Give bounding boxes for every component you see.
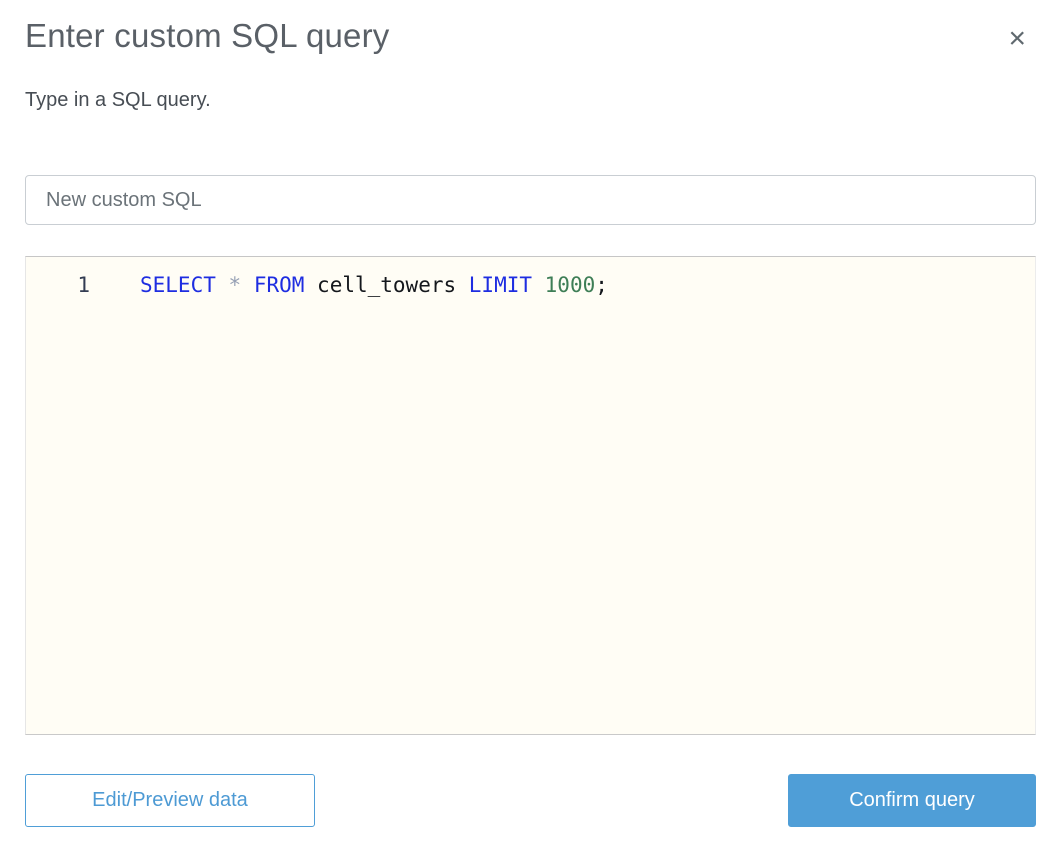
sql-token-space bbox=[532, 273, 545, 297]
sql-token-keyword: LIMIT bbox=[468, 273, 532, 297]
sql-token-space bbox=[241, 273, 254, 297]
sql-token-identifier: cell_towers bbox=[304, 273, 469, 297]
sql-token-operator: * bbox=[228, 273, 242, 297]
dialog-header: Enter custom SQL query × bbox=[25, 0, 1036, 56]
edit-preview-data-button[interactable]: Edit/Preview data bbox=[25, 774, 315, 827]
sql-token-number: 1000 bbox=[544, 273, 596, 297]
sql-token-space bbox=[216, 273, 229, 297]
dialog-subtitle: Type in a SQL query. bbox=[25, 89, 211, 111]
dialog-footer: Edit/Preview data Confirm query bbox=[25, 774, 1036, 827]
confirm-query-button[interactable]: Confirm query bbox=[788, 774, 1036, 827]
sql-statement: SELECT * FROM cell_towers LIMIT 1000; bbox=[90, 271, 608, 299]
sql-token-semicolon: ; bbox=[595, 273, 608, 297]
query-name-input[interactable] bbox=[25, 175, 1036, 225]
close-icon[interactable]: × bbox=[1008, 22, 1026, 55]
line-number: 1 bbox=[77, 273, 90, 297]
sql-token-keyword: FROM bbox=[253, 273, 305, 297]
page-title: Enter custom SQL query bbox=[25, 17, 390, 54]
sql-token-keyword: SELECT bbox=[140, 273, 216, 297]
